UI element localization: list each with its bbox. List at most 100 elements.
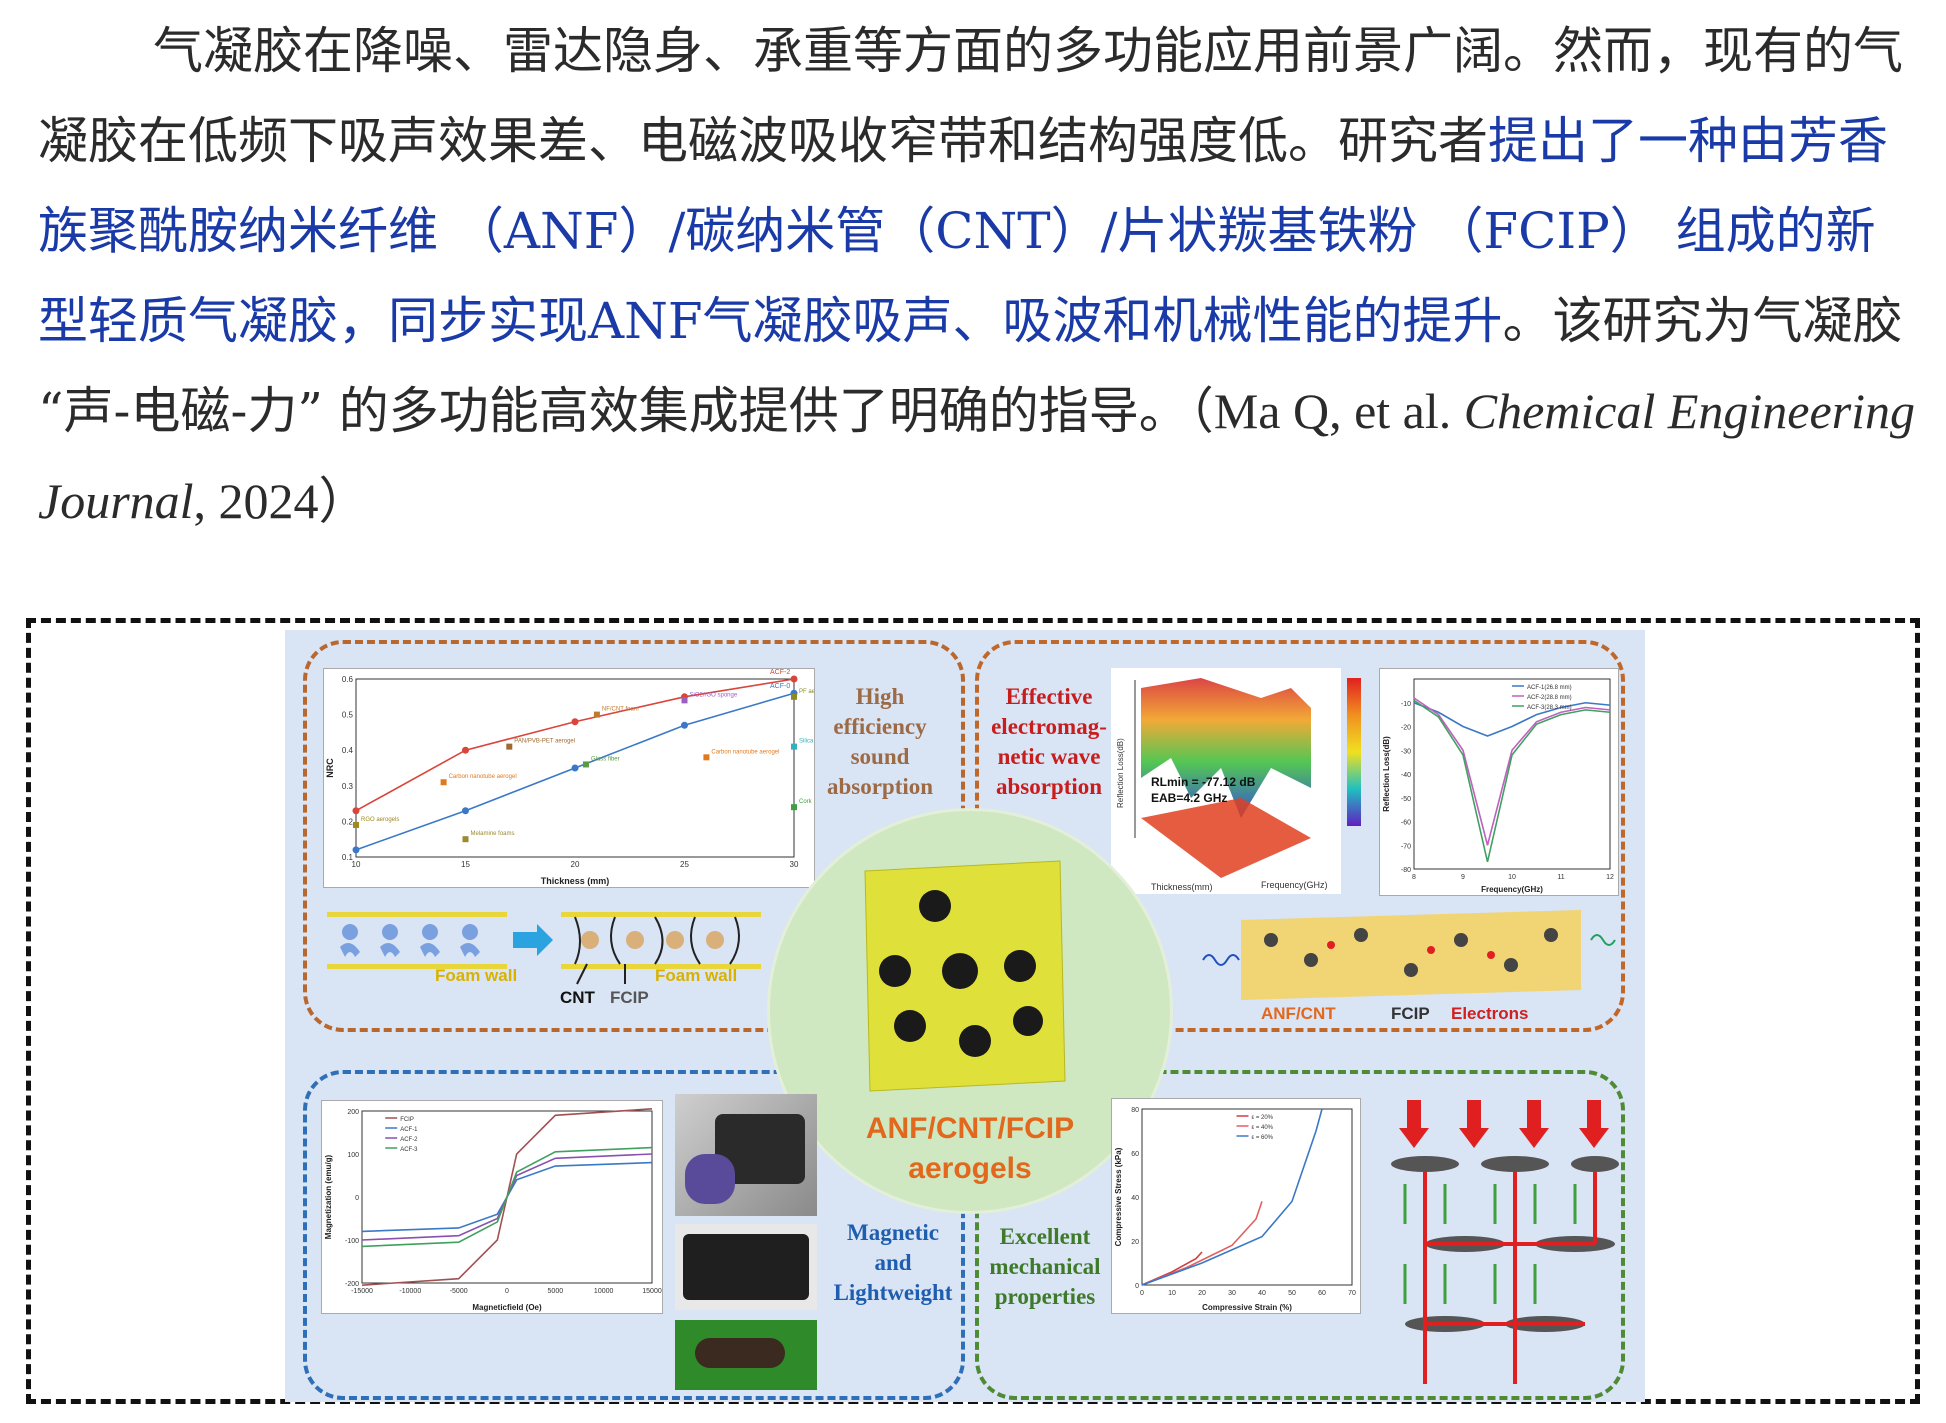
x-tick-label: 60: [1318, 1290, 1326, 1297]
x-tick-label: 15: [461, 860, 470, 869]
label-mechanical-line: Excellent: [999, 1224, 1091, 1249]
x-tick-label: -5000: [450, 1288, 468, 1295]
legend-entry: ε = 40%: [1252, 1125, 1274, 1131]
y-tick-label: 80: [1131, 1107, 1139, 1114]
label-sound-line: sound: [850, 744, 910, 769]
series-line: [1413, 697, 1611, 846]
rl-3d-plot: RLmin = -77.12 dB EAB=4.2 GHz Reflection…: [1111, 668, 1341, 894]
x-tick-label: 10000: [594, 1288, 614, 1295]
legend-entry: ACF-1: [400, 1127, 418, 1133]
series-line: [1141, 1251, 1203, 1286]
rl-surface-bottom: [1141, 798, 1311, 878]
y-tick-label: 0: [1135, 1283, 1139, 1290]
rl-3d-surface: RLmin = -77.12 dB EAB=4.2 GHz Reflection…: [1116, 678, 1328, 892]
series-line: [1413, 701, 1611, 737]
electron-dots-icon: [1327, 941, 1495, 959]
rl-surface-top: [1141, 678, 1311, 818]
anf-cnt-label: ANF/CNT: [1261, 1004, 1336, 1023]
x-tick-label: 20: [571, 860, 580, 869]
plot-area: [361, 1110, 653, 1284]
reference-label: Glass fiber: [591, 756, 620, 762]
cnt-label: CNT: [560, 988, 595, 1007]
label-mechanical: Excellent mechanical properties: [979, 1222, 1111, 1312]
reference-label: PAN/PVB-PET aerogel: [514, 739, 575, 745]
foam-on-plant-photo: [695, 1338, 785, 1368]
label-mechanical-line: properties: [994, 1284, 1096, 1309]
label-em-line: Effective: [1005, 684, 1093, 709]
series-point: [790, 675, 798, 683]
em-wave-out-icon: [1590, 934, 1616, 946]
y-axis-label: NRC: [325, 758, 335, 778]
article-paragraph: 气凝胶在降噪、雷达隐身、承重等方面的多功能应用前景广阔。然而，现有的气凝胶在低频…: [38, 6, 1918, 546]
y-tick-label: 0.3: [342, 782, 354, 791]
glove-photo: [685, 1154, 735, 1204]
reference-point: [582, 761, 589, 768]
electrons-label: Electrons: [1451, 1004, 1529, 1023]
x-axis-label: Frequency(GHz): [1481, 885, 1543, 894]
x-tick-label: 9: [1461, 874, 1465, 881]
fcip-label: FCIP: [610, 988, 649, 1007]
label-sound-line: efficiency: [833, 714, 927, 739]
foam-wall-top-left: [327, 912, 507, 917]
reference-point: [791, 804, 797, 811]
y-tick-label: -10: [1401, 701, 1411, 708]
y-tick-label: -200: [345, 1281, 359, 1288]
legend-entry: ACF-3: [400, 1147, 418, 1153]
x-tick-label: 20: [1198, 1290, 1206, 1297]
cnt-pointer: [576, 963, 588, 985]
x-tick-label: 5000: [548, 1288, 564, 1295]
quadrant-mechanical: [975, 1070, 1625, 1400]
label-mechanical-line: mechanical: [989, 1254, 1101, 1279]
em-schematic: ANF/CNT FCIP Electrons: [1201, 900, 1621, 1026]
label-magnetic-line: and: [874, 1250, 912, 1275]
plot-area: [355, 678, 795, 858]
x-tick-label: -10000: [399, 1288, 421, 1295]
series-point: [681, 721, 688, 729]
paragraph-conclusion: 。该研究为气凝胶 “声-电磁-力” 的多功能高效集成提供了明确的指导。（: [38, 292, 1903, 440]
rl-3d-xlabel: Thickness(mm): [1151, 882, 1213, 892]
legend-entry: ACF-1(26.8 mm): [1527, 685, 1572, 691]
reference-point: [791, 743, 797, 750]
em-schematic-graphic: [1202, 910, 1616, 1000]
x-tick-label: 10: [1168, 1290, 1176, 1297]
mechanical-schematic: [1385, 1094, 1621, 1392]
center-title: ANF/CNT/FCIP: [865, 1112, 1075, 1145]
reference-label: Carbon nanotube aerogel: [449, 774, 517, 780]
foam-wall-right-label: Foam wall: [655, 966, 738, 985]
cnt-nodes-icon: [1264, 928, 1558, 977]
series-line: [1413, 699, 1611, 863]
x-tick-label: 10: [1508, 874, 1516, 881]
series-point: [462, 746, 469, 754]
x-axis-label: Thickness (mm): [541, 876, 610, 886]
pore-icons: [879, 890, 1043, 1057]
legend-entry: ACF-2: [400, 1137, 418, 1143]
x-tick-label: 15000: [642, 1288, 662, 1295]
reference-label: Melamine foams: [471, 831, 515, 837]
sound-schematic: Foam wall Foam wall CNT FCIP: [325, 902, 845, 1012]
rl-colorbar: [1347, 678, 1361, 826]
legend-entry: FCIP: [400, 1117, 414, 1123]
reference-label: PF aerogel: [799, 689, 814, 695]
series-point: [571, 764, 579, 772]
citation-authors: Ma Q, et al.: [1213, 383, 1464, 439]
foam-wall-bottom-left: [327, 964, 507, 969]
rl-3d-zlabel: Frequency(GHz): [1261, 880, 1328, 890]
x-tick-label: -15000: [351, 1288, 373, 1295]
strain-arrows-icon: [1403, 1184, 1577, 1304]
y-tick-label: -40: [1401, 772, 1411, 779]
y-tick-label: 0: [355, 1195, 359, 1202]
rl-3d-ylabel: Reflection Loss(dB): [1116, 738, 1125, 808]
y-tick-label: 0.6: [342, 675, 354, 684]
series-point: [352, 846, 360, 854]
rl-min-label: RLmin = -77.12 dB: [1151, 775, 1256, 789]
photo-foam-hand: [675, 1094, 817, 1216]
reference-label: Silica aerogel: [799, 739, 814, 745]
x-tick-label: 50: [1288, 1290, 1296, 1297]
reference-label: NF/CNT foam: [602, 707, 639, 713]
foam-wall-left-label: Foam wall: [435, 966, 518, 985]
y-tick-label: -20: [1401, 725, 1411, 732]
label-sound-line: absorption: [826, 774, 934, 799]
reference-point: [440, 779, 447, 786]
